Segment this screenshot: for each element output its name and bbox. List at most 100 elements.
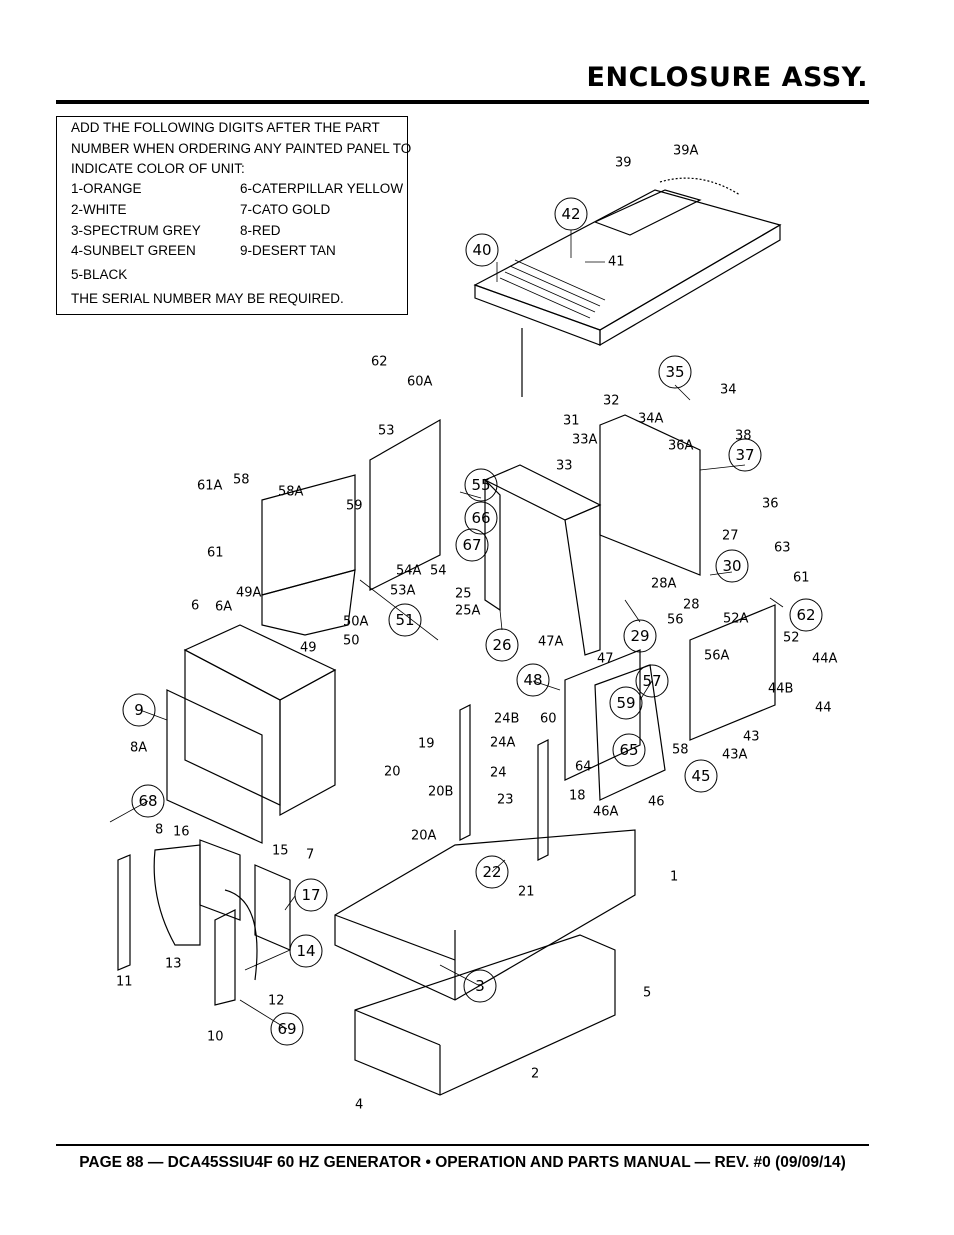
part-label: 62 [371, 355, 388, 370]
part-label: 25A [455, 604, 481, 619]
color-option: 4-SUNBELT GREEN [71, 243, 196, 258]
part-label: 53 [378, 424, 395, 439]
part-label: 61 [793, 571, 810, 586]
color-option: 3-SPECTRUM GREY [71, 223, 201, 238]
panel-52 [689, 604, 776, 741]
roof-side-edge [599, 223, 781, 347]
panel-9 [166, 689, 263, 844]
callout-circle [131, 784, 165, 818]
part-label: 24 [490, 766, 507, 781]
callout-circle [623, 619, 657, 653]
callout-label: 29 [630, 627, 649, 645]
callout-label: 37 [735, 446, 754, 464]
part-label: 28 [683, 598, 700, 613]
part-label: 23 [497, 793, 514, 808]
diagram-linework [117, 177, 782, 1096]
part-label: 63 [774, 541, 791, 556]
callout-circle [485, 628, 519, 662]
part-label: 15 [272, 844, 289, 859]
callout-label: 51 [395, 611, 414, 629]
roof-louvers [499, 259, 606, 319]
part-label: 38 [735, 429, 752, 444]
roof-front-edge [474, 284, 601, 346]
callout-circle [516, 663, 550, 697]
callout-label: 3 [475, 977, 485, 995]
part-label: 20B [428, 785, 453, 800]
part-label: 24B [494, 712, 519, 727]
part-label: 59 [346, 499, 363, 514]
part-label: 8A [130, 741, 147, 756]
part-label: 54 [430, 564, 447, 579]
frame-6-side [279, 668, 336, 817]
color-option: 1-ORANGE [71, 181, 142, 196]
part-10 [214, 909, 236, 1006]
part-label: 4 [355, 1098, 363, 1113]
part-label: 34A [638, 412, 664, 427]
page-title: ENCLOSURE ASSY. [586, 62, 868, 93]
door-53 [369, 418, 441, 591]
part-label: 54A [396, 564, 422, 579]
part-label: 58 [233, 473, 250, 488]
callout-label: 68 [138, 792, 157, 810]
callout-circle [715, 549, 749, 583]
part-label: 52A [723, 612, 749, 627]
frame-6-front [184, 649, 281, 806]
part-label: 58 [672, 743, 689, 758]
part-11 [117, 854, 131, 971]
color-option: 5-BLACK [71, 267, 128, 282]
callout-circle [294, 878, 328, 912]
screen-16 [199, 839, 241, 921]
serial-note: THE SERIAL NUMBER MAY BE REQUIRED. [71, 291, 344, 306]
part-label: 33A [572, 433, 598, 448]
leader-lines [109, 230, 784, 1030]
part-13 [153, 844, 201, 946]
part-label: 43A [722, 748, 748, 763]
part-label: 43 [743, 730, 760, 745]
callout-circle [609, 686, 643, 720]
callout-circle [464, 468, 498, 502]
part-label: 8 [155, 823, 163, 838]
part-label: 21 [518, 885, 535, 900]
part-label: 24A [490, 736, 516, 751]
part-label: 16 [173, 825, 190, 840]
callout-circle [554, 197, 588, 231]
note-line: NUMBER WHEN ORDERING ANY PAINTED PANEL T… [71, 141, 412, 156]
callout-circle [122, 693, 156, 727]
roof-opening [593, 189, 702, 236]
callout-label: 9 [134, 701, 144, 719]
panel-47 [564, 649, 641, 781]
base-frame [334, 829, 636, 1001]
callout-label: 40 [472, 241, 491, 259]
part-label: 47A [538, 635, 564, 650]
part-label: 60 [540, 712, 557, 727]
part-label: 50A [343, 615, 369, 630]
part-label: 5 [643, 986, 651, 1001]
callout-label: 14 [296, 942, 315, 960]
frame-25-right [564, 504, 601, 656]
post-18 [537, 739, 549, 861]
part-label: 25 [455, 587, 472, 602]
part-label: 18 [569, 789, 586, 804]
part-label: 39 [615, 156, 632, 171]
callout-label: 57 [642, 672, 661, 690]
callout-label: 67 [462, 536, 481, 554]
door-49-lower [261, 569, 356, 636]
callout-label: 45 [691, 767, 710, 785]
part-label: 10 [207, 1030, 224, 1045]
color-option: 2-WHITE [71, 202, 127, 217]
callout-label: 66 [471, 509, 490, 527]
callout-circle [289, 934, 323, 968]
callout-circle [635, 664, 669, 698]
screen-15 [254, 864, 291, 951]
callout-circle [658, 355, 692, 389]
base-frame-edge [334, 914, 456, 961]
page-footer: PAGE 88 — DCA45SSIU4F 60 HZ GENERATOR • … [79, 1154, 846, 1171]
part-label: 13 [165, 957, 182, 972]
roof-panel [473, 189, 782, 331]
part-label: 36 [762, 497, 779, 512]
part-label: 19 [418, 737, 435, 752]
part-label: 61A [197, 479, 223, 494]
part-label: 11 [116, 975, 133, 990]
roof-gasket [659, 177, 741, 196]
part-label: 20 [384, 765, 401, 780]
